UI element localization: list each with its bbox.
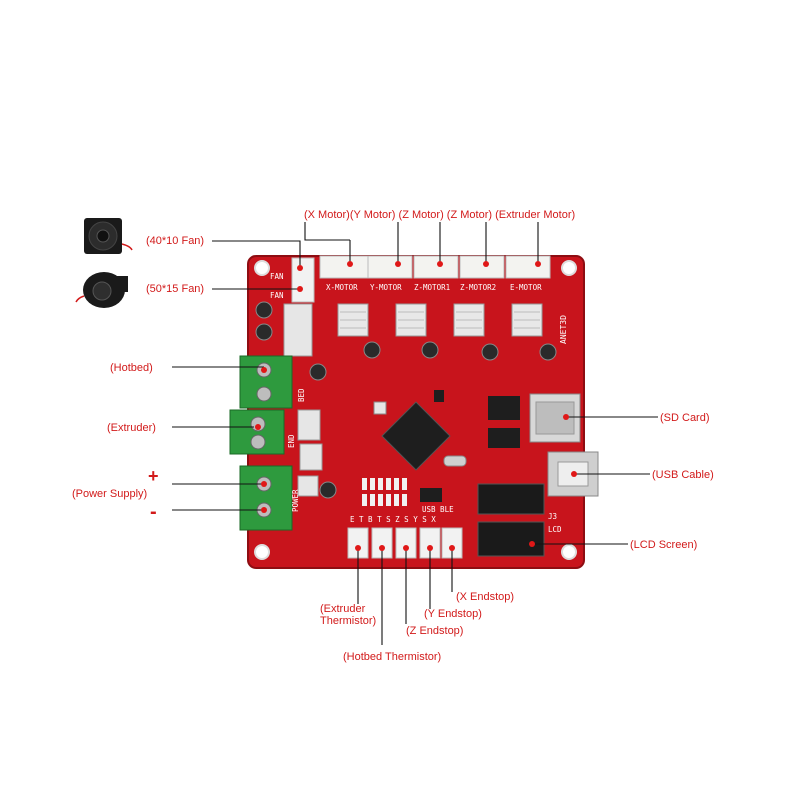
label-extruder-thermistor-2: Thermistor) [320,615,376,627]
label-hotbed: (Hotbed) [110,362,153,374]
label-x-endstop: (X Endstop) [456,591,514,603]
silk-e-motor: E-MOTOR [510,283,542,292]
silk-end: END [287,434,296,448]
silk-usb-ble: USB BLE [422,505,454,514]
capacitors [255,301,557,499]
label-usb-cable: (USB Cable) [652,469,714,481]
label-hotbed-thermistor: (Hotbed Thermistor) [343,651,441,663]
motor-connectors [319,255,551,279]
label-plus: + [148,466,159,486]
silk-board-name: ANET3D [559,315,568,344]
silk-x-motor: X-MOTOR [326,283,358,292]
label-motors: (X Motor)(Y Motor) (Z Motor) (Z Motor) (… [304,209,575,221]
silk-j3: J3 [548,512,557,521]
screw-terminals [229,355,293,531]
label-extruder-thermistor-1: (Extruder [320,603,366,615]
silk-y-motor: Y-MOTOR [370,283,402,292]
smd-components [362,396,520,506]
marker-dots [255,261,577,551]
silk-z-motor2: Z-MOTOR2 [460,283,496,292]
silk-bed: BED [297,388,306,402]
fan-40x10-icon [84,218,133,254]
label-y-endstop: (Y Endstop) [424,608,482,620]
fan-connector [291,257,315,303]
endstop-connectors [347,527,463,559]
silk-fan-1: FAN [270,272,284,281]
label-minus: - [150,501,157,523]
lcd-header [477,521,545,557]
silk-z-motor1: Z-MOTOR1 [414,283,450,292]
label-fan-50x15: (50*15 Fan) [146,283,204,295]
label-extruder: (Extruder) [107,422,156,434]
label-power-supply: (Power Supply) [72,488,147,500]
j3-header [477,483,545,515]
silk-fan-2: FAN [270,291,284,300]
label-lcd-screen: (LCD Screen) [630,539,697,551]
silk-endstop-pins: E T B T S Z S Y S X [350,515,436,524]
mosfet-heatsinks [283,303,323,497]
fan-50x15-icon [75,272,128,308]
label-sd-card: (SD Card) [660,412,710,424]
stepper-heatsinks [337,303,543,337]
silk-power: POWER [291,489,300,512]
leader-lines [172,222,658,645]
silk-lcd: LCD [548,525,562,534]
label-z-endstop: (Z Endstop) [406,625,463,637]
label-fan-40x10: (40*10 Fan) [146,235,204,247]
microcontroller [373,390,467,471]
